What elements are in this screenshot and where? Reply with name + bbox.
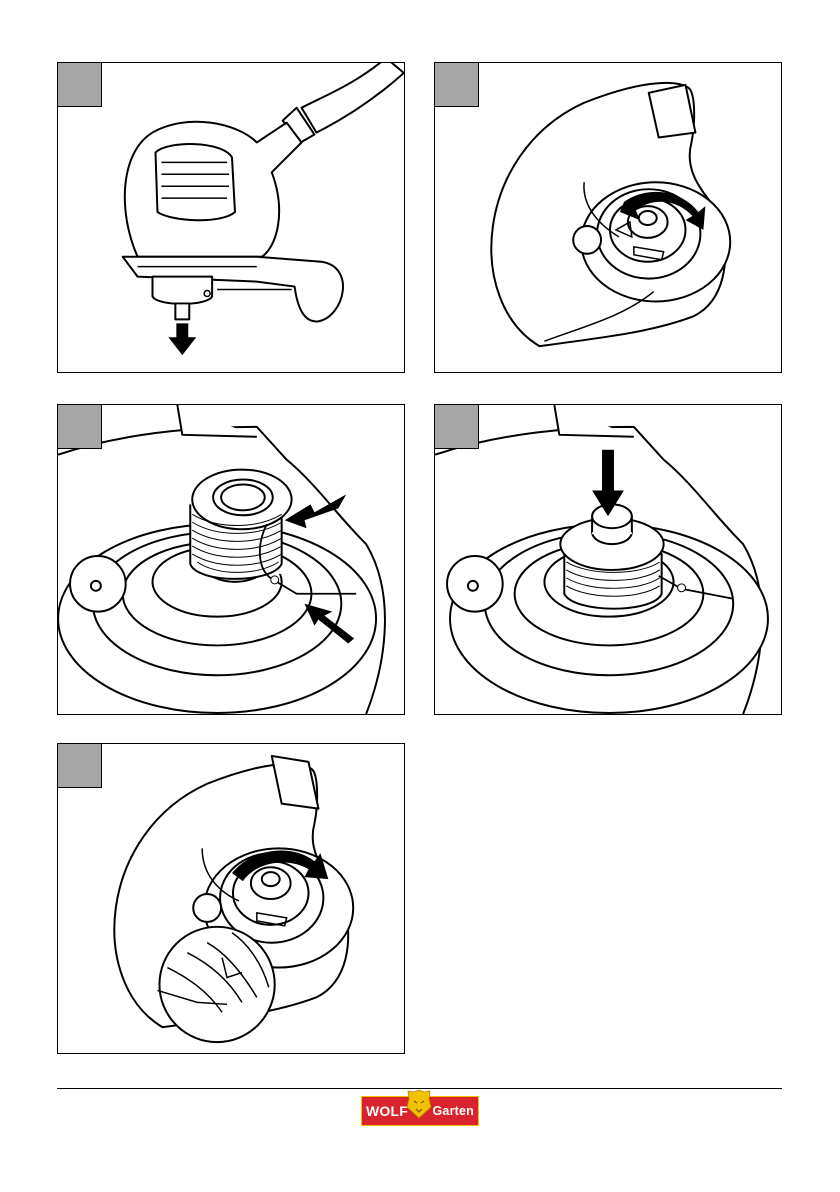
step-number-box-2 bbox=[435, 63, 479, 107]
logo-word-left: WOLF bbox=[366, 1103, 408, 1119]
illustration-panel-3 bbox=[57, 404, 405, 715]
step-number-box-4 bbox=[435, 405, 479, 449]
cover-lock-illustration bbox=[58, 744, 404, 1053]
illustration-panel-4 bbox=[434, 404, 782, 715]
trimmer-head-illustration bbox=[58, 63, 404, 372]
wolf-head-emblem-icon bbox=[406, 1089, 432, 1119]
step-number-box-3 bbox=[58, 405, 102, 449]
illustration-panel-2 bbox=[434, 62, 782, 373]
arrow-down-icon bbox=[168, 323, 196, 355]
spool-cover-illustration bbox=[435, 63, 781, 372]
illustration-panel-5 bbox=[57, 743, 405, 1054]
logo-badge: WOLF Garten bbox=[361, 1096, 479, 1126]
logo-word-right: Garten bbox=[433, 1104, 475, 1118]
step-number-box-1 bbox=[58, 63, 102, 107]
wolf-garten-logo: WOLF Garten bbox=[361, 1092, 479, 1126]
spool-line-illustration bbox=[58, 405, 404, 714]
spool-insert-illustration bbox=[435, 405, 781, 714]
step-number-box-5 bbox=[58, 744, 102, 788]
illustration-panel-1 bbox=[57, 62, 405, 373]
